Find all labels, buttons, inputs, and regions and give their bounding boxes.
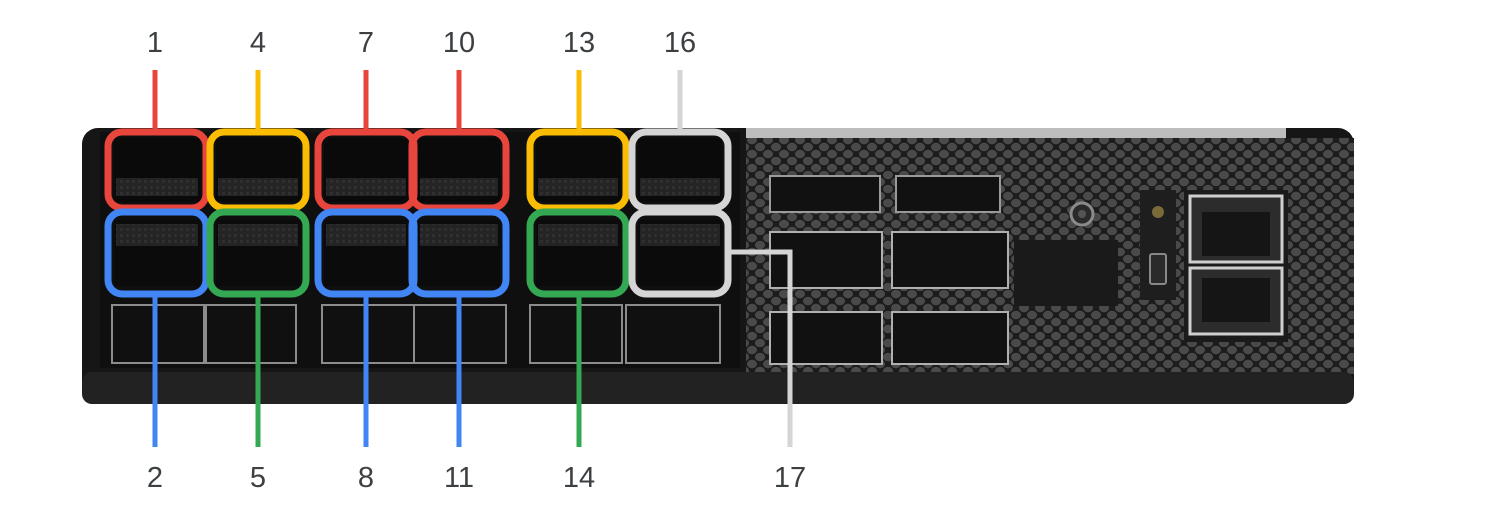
port-cage-mid-texture bbox=[420, 224, 498, 246]
console-port-area bbox=[1014, 190, 1176, 306]
port-cage-mid-texture bbox=[218, 224, 298, 246]
port-label-11: 11 bbox=[444, 462, 474, 494]
port-cage-mid-texture bbox=[326, 224, 406, 246]
port-cage-top-texture bbox=[326, 178, 406, 196]
bottom-port-labels: 2 5 8 11 14 17 bbox=[147, 462, 806, 494]
port-label-5: 5 bbox=[250, 462, 266, 494]
leader-line-bottom-17 bbox=[728, 249, 793, 447]
port-cage-bottom-row bbox=[625, 304, 721, 364]
port-cage-mid-texture bbox=[640, 224, 720, 246]
port-label-2: 2 bbox=[147, 462, 163, 494]
port-label-13: 13 bbox=[563, 27, 595, 59]
top-port-labels: 1 4 7 10 13 16 bbox=[147, 27, 696, 59]
port-label-7: 7 bbox=[358, 27, 374, 59]
port-label-4: 4 bbox=[250, 27, 266, 59]
port-cage-top-texture bbox=[640, 178, 720, 196]
port-cage-top-texture bbox=[538, 178, 618, 196]
port-label-10: 10 bbox=[443, 27, 475, 59]
port-label-16: 16 bbox=[664, 27, 696, 59]
port-cage-mid-texture bbox=[116, 224, 198, 246]
port-cage-top-texture bbox=[116, 178, 198, 196]
port-label-14: 14 bbox=[563, 462, 595, 494]
port-label-17: 17 bbox=[774, 462, 806, 494]
qsfp-port-block bbox=[100, 132, 740, 368]
management-rj45-ports bbox=[1184, 190, 1288, 342]
port-cage-top-texture bbox=[218, 178, 298, 196]
port-label-1: 1 bbox=[147, 27, 163, 59]
port-cage-mid-texture bbox=[538, 224, 618, 246]
port-label-8: 8 bbox=[358, 462, 374, 494]
port-cage-top-texture bbox=[420, 178, 498, 196]
port-cage-bottom-row bbox=[205, 304, 297, 364]
port-cage-bottom-row bbox=[529, 304, 623, 364]
port-cage-bottom-row bbox=[111, 304, 205, 364]
